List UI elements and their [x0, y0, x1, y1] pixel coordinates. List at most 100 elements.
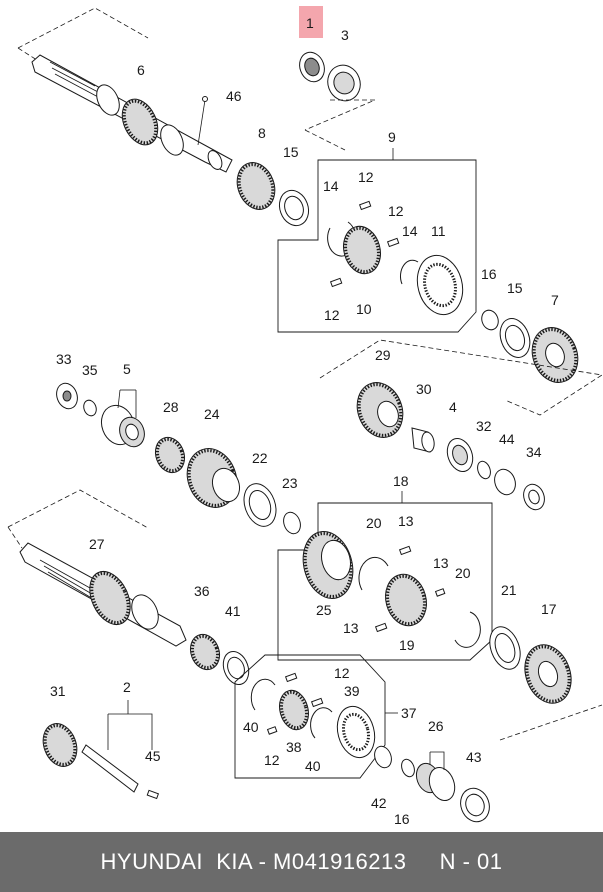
gear-24-teeth [187, 449, 237, 507]
callout-10: 10 [356, 301, 372, 317]
callout-12-lowest: 12 [264, 752, 280, 768]
callout-12-lower: 12 [334, 665, 350, 681]
callout-46: 46 [226, 88, 242, 104]
reference-outline-top [17, 7, 149, 63]
callout-5: 5 [123, 361, 131, 377]
footer-page-number: N - 01 [439, 849, 503, 874]
key-12-lower-a [284, 672, 298, 683]
gear-25-inner [321, 539, 351, 581]
callout-1: 1 [306, 15, 314, 31]
washer-43-inner [465, 793, 485, 817]
callout-37: 37 [401, 705, 417, 721]
callout-39: 39 [344, 683, 360, 699]
leader-2 [107, 700, 153, 750]
shaft-2 [81, 744, 139, 793]
callout-16-lower: 16 [394, 811, 410, 827]
callout-14-right: 14 [402, 223, 418, 239]
callout-12-top: 12 [358, 169, 374, 185]
bearing-4-inner [452, 444, 468, 466]
hub-19-teeth [386, 574, 426, 626]
gear-17-teeth [525, 645, 571, 703]
callout-22: 22 [252, 450, 268, 466]
countershaft-upper-parts [56, 382, 545, 535]
upper-right-parts [319, 309, 603, 416]
gear-27-teeth [90, 571, 130, 625]
ring-35 [83, 399, 97, 417]
snap-ring-20-left [358, 556, 389, 591]
callout-11: 11 [431, 223, 446, 239]
callout-14-left: 14 [323, 178, 339, 194]
callout-labels: 1 3 6 46 8 9 15 12 14 12 14 11 16 15 7 1… [50, 6, 559, 827]
input-shaft-group [17, 7, 376, 227]
callout-19: 19 [399, 637, 415, 653]
reference-outline-output [7, 489, 149, 549]
synchro-assembly-37 [234, 654, 398, 779]
bottom-parts [42, 700, 490, 823]
ring-16-lower [401, 758, 415, 778]
callout-43: 43 [466, 749, 482, 765]
key-13-mid [434, 588, 446, 597]
gear-6-main [121, 98, 159, 146]
sleeve-11 [416, 254, 464, 316]
sleeve-39 [336, 705, 376, 759]
key-12-bottom [329, 277, 343, 288]
washer-42 [374, 745, 392, 769]
key-13-bottom [374, 622, 388, 633]
callout-45: 45 [145, 748, 161, 764]
gear-6-teeth [122, 99, 158, 145]
callout-40-left: 40 [243, 719, 259, 735]
footer-bar: HYUNDAI KIA - M041916213 N - 01 [0, 832, 603, 892]
gear-31-teeth [43, 724, 77, 766]
snap-ring-40-right [310, 707, 333, 739]
ring-15-upper-inner [284, 195, 304, 221]
leader-5-a [117, 389, 121, 409]
output-shaft-group [7, 489, 250, 685]
callout-3: 3 [341, 27, 349, 43]
gear-29-bore [377, 400, 399, 428]
pin-45 [146, 789, 160, 800]
gear-8-teeth [237, 163, 275, 209]
footer-spacer [407, 849, 440, 875]
ring-32 [477, 460, 491, 480]
callout-28: 28 [163, 399, 179, 415]
key-12-mid [386, 237, 400, 248]
ring-16-upper [481, 309, 499, 331]
callout-2: 2 [123, 679, 131, 695]
bearing-3-inner [333, 71, 355, 95]
gear-6-small [96, 84, 120, 116]
synchro-assembly-9 [277, 148, 477, 333]
gear-27-main [89, 571, 131, 625]
callout-23: 23 [282, 475, 298, 491]
callout-4: 4 [449, 399, 457, 415]
key-13-top [398, 545, 412, 556]
snap-ring-14-right [400, 259, 419, 285]
callout-29: 29 [375, 347, 391, 363]
callout-26: 26 [428, 718, 444, 734]
callout-7: 7 [551, 292, 559, 308]
callout-24: 24 [204, 406, 220, 422]
key-12-lower-c [266, 726, 278, 735]
shaft-end-collar [207, 150, 223, 170]
reference-outline-lower-right [499, 704, 603, 741]
ring-21-inner [494, 633, 516, 663]
gear-36-teeth [190, 634, 220, 670]
shaft-splines [49, 61, 101, 99]
key-12-top [358, 200, 372, 211]
gear-24-hub [211, 467, 241, 503]
callout-42: 42 [371, 795, 387, 811]
box-37-outline [234, 654, 386, 779]
callout-16-upper: 16 [481, 266, 497, 282]
sleeve-11-teeth [423, 262, 457, 308]
callout-15-upper: 15 [283, 144, 299, 160]
bearing-26-outer [428, 767, 456, 801]
callout-30: 30 [416, 381, 432, 397]
gear-6-rear [160, 124, 184, 156]
box-9-outline [277, 159, 477, 333]
callout-41: 41 [225, 603, 241, 619]
callout-32: 32 [476, 418, 492, 434]
reference-outline-bearings [304, 99, 376, 151]
callout-40-right: 40 [305, 758, 321, 774]
callout-27: 27 [89, 536, 105, 552]
callout-31: 31 [50, 683, 66, 699]
lower-right-parts [489, 626, 603, 741]
